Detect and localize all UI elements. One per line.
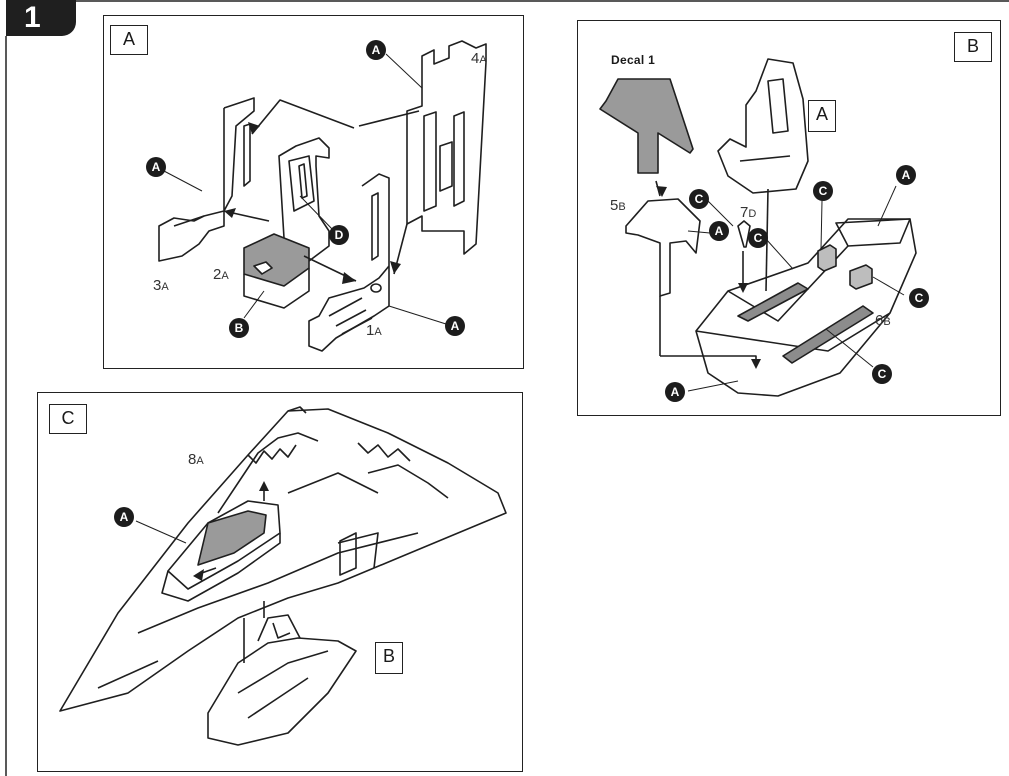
- step-number-badge: 1: [6, 0, 76, 36]
- part-sprue: A: [374, 326, 382, 338]
- part-number: 7: [740, 204, 749, 221]
- paint-callout-c: C: [909, 288, 929, 308]
- glue-callout-a: A: [709, 221, 729, 241]
- paint-callout-c: C: [813, 181, 833, 201]
- part-label-1a: 1A: [366, 322, 382, 339]
- part-sprue: A: [161, 281, 169, 293]
- part-number: 6: [875, 312, 884, 329]
- subassembly-b-tag: B: [375, 642, 403, 674]
- part-number: 2: [213, 266, 222, 283]
- paint-callout-d: D: [329, 225, 349, 245]
- panel-b-tag: B: [954, 32, 992, 62]
- part-label-8a: 8A: [188, 451, 204, 468]
- glue-callout-a: A: [366, 40, 386, 60]
- part-sprue: A: [196, 455, 204, 467]
- glue-callout-a: A: [445, 316, 465, 336]
- part-label-7d: 7D: [740, 204, 756, 221]
- panel-c-fuselage: C B 8A A: [37, 392, 523, 772]
- panel-a-tag: A: [110, 25, 148, 55]
- part-number: 5: [610, 197, 619, 214]
- panel-a-seat-assembly: A 4A 3A 2A 1A A A D B A: [103, 15, 524, 369]
- paint-callout-b: B: [229, 318, 249, 338]
- seat-assembly-drawing: [158, 40, 487, 352]
- glue-callout-a: A: [146, 157, 166, 177]
- glue-callout-a: A: [665, 382, 685, 402]
- part-label-2a: 2A: [213, 266, 229, 283]
- part-sprue: B: [618, 201, 626, 213]
- glue-callout-a: A: [114, 507, 134, 527]
- part-sprue: A: [221, 270, 229, 282]
- part-label-4a: 4A: [471, 50, 487, 67]
- part-sprue: B: [883, 316, 891, 328]
- decal-label: Decal 1: [611, 53, 656, 67]
- cockpit-tub-drawing: [599, 58, 917, 397]
- subassembly-a-tag: A: [808, 100, 836, 132]
- paint-callout-c: C: [872, 364, 892, 384]
- paint-callout-c: C: [689, 189, 709, 209]
- part-sprue: D: [748, 208, 757, 220]
- part-label-5b: 5B: [610, 197, 626, 214]
- panel-b-cockpit-tub: B A Decal 1 5B 7D 6B A C A C C C C A: [577, 20, 1001, 416]
- panel-c-tag: C: [49, 404, 87, 434]
- part-number: 1: [366, 322, 375, 339]
- glue-callout-a: A: [896, 165, 916, 185]
- part-number: 8: [188, 451, 197, 468]
- paint-callout-c: C: [748, 228, 768, 248]
- part-label-3a: 3A: [153, 277, 169, 294]
- part-number: 4: [471, 50, 480, 67]
- part-number: 3: [153, 277, 162, 294]
- part-sprue: A: [479, 54, 487, 66]
- fuselage-drawing: [59, 406, 507, 746]
- part-label-6b: 6B: [875, 312, 891, 329]
